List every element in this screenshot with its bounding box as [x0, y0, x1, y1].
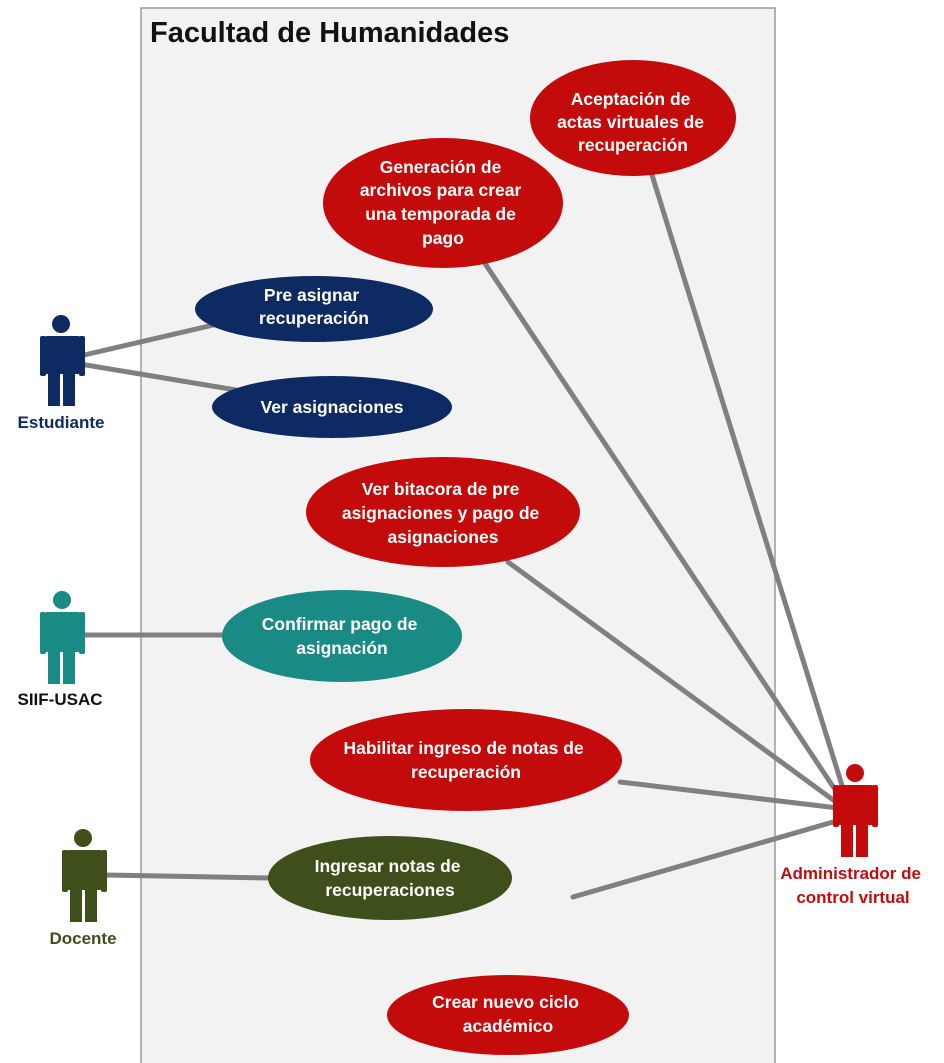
use-case-aceptacion[interactable]: Aceptación de actas virtuales de recuper…	[530, 60, 736, 176]
use-case-crear-label: Crear nuevo ciclo académico	[432, 992, 584, 1036]
actor-admin-label: Administrador de control virtual	[780, 864, 925, 907]
assoc-admin-generacion	[481, 259, 845, 803]
use-case-habilitar-label: Habilitar ingreso de notas de recuperaci…	[343, 738, 588, 782]
use-case-preasignar-label: Pre asignar recuperación	[259, 285, 369, 328]
use-case-confirmar[interactable]: Confirmar pago de asignación	[222, 590, 462, 682]
use-case-verasig[interactable]: Ver asignaciones	[212, 376, 452, 438]
use-case-aceptacion-label: Aceptación de actas virtuales de recuper…	[557, 89, 709, 155]
actor-docente-icon	[62, 829, 107, 922]
use-case-crear-ellipse	[387, 975, 629, 1055]
use-case-bitacora-ellipse	[306, 457, 580, 567]
actor-docente[interactable]: Docente	[49, 829, 117, 948]
system-title: Facultad de Humanidades	[150, 17, 509, 49]
assoc-admin-habilitar	[617, 779, 841, 811]
use-case-crear[interactable]: Crear nuevo ciclo académico	[387, 975, 629, 1055]
actor-estudiante-icon	[40, 315, 85, 406]
assoc-estudiante-verasig	[77, 361, 239, 393]
use-case-ingresar-ellipse	[268, 836, 512, 920]
use-case-generacion[interactable]: Generación de archivos para crear una te…	[323, 138, 563, 268]
use-case-verasig-ellipse	[212, 376, 452, 438]
use-case-generacion-ellipse	[323, 138, 563, 268]
use-case-bitacora-label: Ver bitacora de pre asignaciones y pago …	[342, 479, 544, 547]
assoc-estudiante-preasignar	[77, 320, 225, 359]
assoc-admin-crear	[570, 817, 843, 900]
assoc-admin-bitacora	[505, 559, 843, 808]
use-case-aceptacion-ellipse	[530, 60, 736, 176]
use-case-ingresar-label: Ingresar notas de recuperaciones	[315, 856, 466, 900]
actor-estudiante[interactable]: Estudiante	[18, 315, 105, 432]
use-case-preasignar-ellipse	[195, 276, 433, 342]
use-case-confirmar-label: Confirmar pago de asignación	[262, 614, 422, 658]
actor-estudiante-label: Estudiante	[18, 413, 105, 432]
assoc-docente-ingresar	[101, 872, 273, 881]
use-case-generacion-label: Generación de archivos para crear una te…	[360, 157, 526, 248]
use-case-bitacora[interactable]: Ver bitacora de pre asignaciones y pago …	[306, 457, 580, 567]
actor-admin-icon	[833, 764, 878, 857]
use-case-verasig-label: Ver asignaciones	[261, 397, 404, 417]
associations	[77, 172, 848, 900]
actor-siif-label: SIIF-USAC	[18, 690, 103, 709]
assoc-admin-aceptacion	[649, 172, 848, 798]
use-case-confirmar-ellipse	[222, 590, 462, 682]
use-case-preasignar[interactable]: Pre asignar recuperación	[195, 276, 433, 342]
use-case-ingresar[interactable]: Ingresar notas de recuperaciones	[268, 836, 512, 920]
actor-admin[interactable]: Administrador de control virtual	[780, 764, 925, 907]
actor-siif[interactable]: SIIF-USAC	[18, 591, 103, 709]
actor-siif-icon	[40, 591, 85, 684]
actor-docente-label: Docente	[49, 929, 116, 948]
use-case-habilitar-ellipse	[310, 709, 622, 811]
use-case-habilitar[interactable]: Habilitar ingreso de notas de recuperaci…	[310, 709, 622, 811]
